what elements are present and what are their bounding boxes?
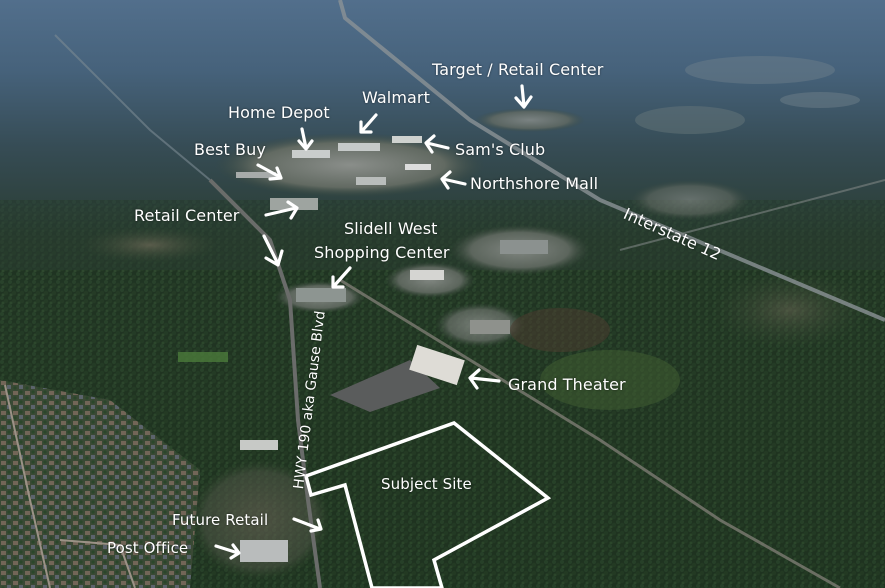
label-home-depot: Home Depot bbox=[228, 103, 330, 122]
arrow-icon bbox=[256, 163, 283, 181]
arrow-icon bbox=[514, 84, 533, 109]
label-target-retail-center: Target / Retail Center bbox=[432, 60, 604, 79]
label-slidell-west: Slidell West bbox=[344, 219, 438, 238]
label-subject-site: Subject Site bbox=[381, 475, 472, 493]
arrow-icon bbox=[468, 368, 501, 390]
label-northshore-mall: Northshore Mall bbox=[470, 174, 599, 193]
label-sams-club: Sam's Club bbox=[455, 140, 546, 159]
arrow-icon bbox=[214, 543, 241, 560]
arrow-icon bbox=[262, 234, 284, 267]
label-post-office: Post Office bbox=[107, 539, 189, 557]
label-grand-theater: Grand Theater bbox=[508, 375, 626, 394]
arrow-icon bbox=[264, 200, 299, 220]
subject-site-outline bbox=[303, 421, 552, 588]
arrow-icon bbox=[424, 134, 450, 154]
label-retail-center: Retail Center bbox=[134, 206, 240, 225]
arrow-icon bbox=[359, 113, 378, 134]
label-shopping-center: Shopping Center bbox=[314, 243, 450, 262]
arrow-icon bbox=[331, 266, 352, 289]
arrow-icon bbox=[297, 127, 314, 151]
label-best-buy: Best Buy bbox=[194, 140, 266, 159]
arrow-icon bbox=[292, 517, 323, 533]
label-future-retail: Future Retail bbox=[172, 511, 269, 529]
arrow-icon bbox=[440, 170, 467, 190]
label-walmart: Walmart bbox=[362, 88, 430, 107]
